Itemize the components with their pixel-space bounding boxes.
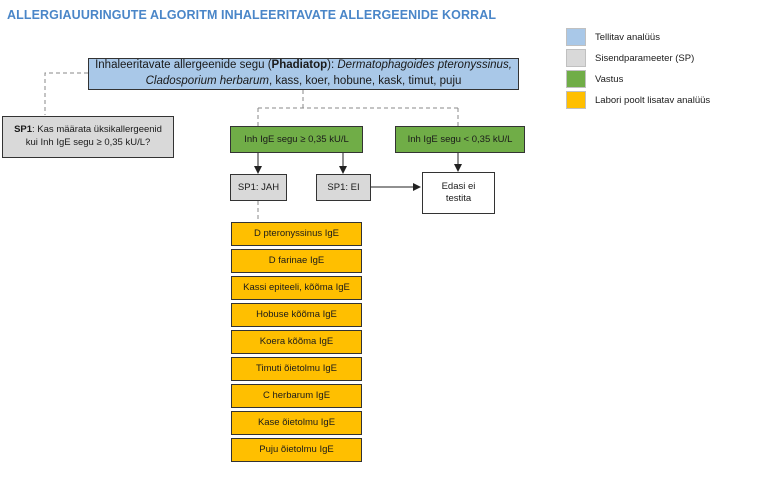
top-box-bold: Phadiatop	[271, 59, 328, 72]
sp1-label: SP1	[14, 124, 33, 136]
lab-test-item: C herbarum IgE	[231, 384, 362, 408]
not-tested-box: Edasi ei testita	[422, 172, 495, 214]
sp1-yes-box: SP1: JAH	[230, 174, 287, 201]
dashed-connector-sp1	[44, 72, 88, 115]
legend-swatch	[566, 91, 586, 109]
lab-test-item: Puju õietolmu IgE	[231, 438, 362, 462]
legend-label: Sisendparameeter (SP)	[595, 52, 695, 64]
page-title: ALLERGIAUURINGUTE ALGORITM INHALEERITAVA…	[7, 8, 497, 22]
lab-test-item: Kassi epiteeli, kõõma IgE	[231, 276, 362, 300]
top-box-suffix: , kass, koer, hobune, kask, timut, puju	[268, 75, 462, 87]
top-box-mid: ):	[327, 59, 338, 72]
legend-item: Sisendparameeter (SP)	[566, 48, 694, 68]
result-positive-box: Inh IgE segu ≥ 0,35 kU/L	[230, 126, 363, 153]
legend-swatch	[566, 70, 586, 88]
lab-test-item: Timuti õietolmu IgE	[231, 357, 362, 381]
sp1-question-box: SP1: Kas määrata üksikallergeenid kui In…	[2, 116, 174, 158]
legend-item: Labori poolt lisatav analüüs	[566, 90, 710, 110]
legend-label: Labori poolt lisatav analüüs	[595, 94, 711, 106]
top-box-prefix: Inhaleeritavate allergeenide segu (	[95, 59, 272, 72]
lab-test-item: Kase õietolmu IgE	[231, 411, 362, 435]
legend-swatch	[566, 49, 586, 67]
result-negative-box: Inh IgE segu < 0,35 kU/L	[395, 126, 525, 153]
sp1-question-text: : Kas määrata üksikallergeenid kui Inh I…	[25, 124, 162, 148]
legend-item: Vastus	[566, 69, 623, 89]
lab-test-item: Koera kõõma IgE	[231, 330, 362, 354]
lab-test-item: D pteronyssinus IgE	[231, 222, 362, 246]
lab-test-item: D farinae IgE	[231, 249, 362, 273]
top-box-italic: Dermatophagoides pteronyssinus, Cladospo…	[145, 59, 512, 87]
legend-item: Tellitav analüüs	[566, 27, 660, 47]
dashed-connector-results	[257, 90, 459, 126]
sp1-no-box: SP1: EI	[316, 174, 371, 201]
legend-label: Tellitav analüüs	[595, 31, 660, 43]
legend-swatch	[566, 28, 586, 46]
legend-label: Vastus	[595, 73, 624, 85]
ordered-test-box: Inhaleeritavate allergeenide segu (Phadi…	[88, 58, 519, 90]
lab-test-item: Hobuse kõõma IgE	[231, 303, 362, 327]
